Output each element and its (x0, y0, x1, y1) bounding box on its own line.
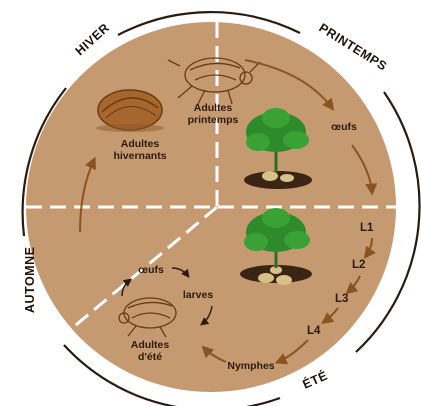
season-autumn: AUTOMNE (23, 247, 37, 313)
overwintering-beetle-icon (96, 90, 164, 132)
label-adults-summer-2: d'été (138, 351, 162, 363)
label-nymphs: Nymphes (227, 360, 274, 372)
label-eggs-spring: œufs (331, 121, 357, 133)
label-adults-overwintering-2: hivernants (113, 150, 166, 162)
label-l3: L3 (335, 293, 348, 305)
label-larvae: larves (183, 289, 214, 301)
label-adults-overwintering-1: Adultes (121, 138, 160, 150)
label-adults-summer-1: Adultes (131, 339, 170, 351)
label-l2: L2 (352, 259, 365, 271)
label-eggs-summer: œufs (138, 264, 164, 276)
season-winter: HIVER (73, 21, 113, 59)
label-l1: L1 (360, 222, 374, 234)
label-adults-spring-2: printemps (188, 114, 239, 126)
label-l4: L4 (307, 325, 321, 337)
label-adults-spring-1: Adultes (194, 102, 233, 114)
season-summer: ÉTÉ (300, 368, 330, 392)
